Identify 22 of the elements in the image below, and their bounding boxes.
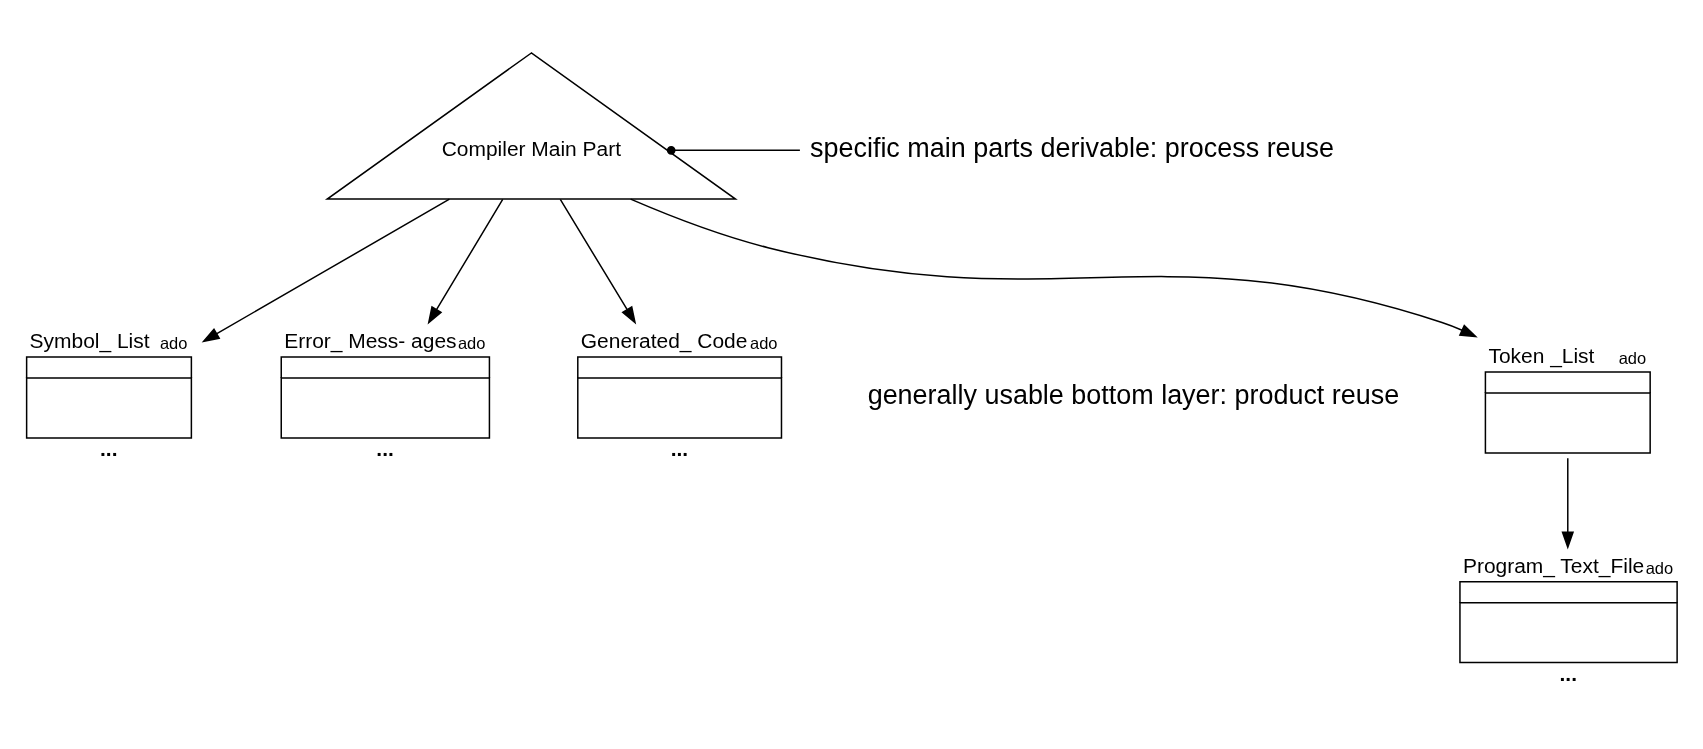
node-label: Generated_ Code [580, 328, 748, 352]
node-label: ado [159, 333, 188, 352]
node-label: Token _List [1488, 343, 1595, 367]
connector [666, 145, 801, 155]
node-label: ... [1559, 661, 1578, 685]
node-label: ... [100, 436, 118, 460]
node-label: ado [1645, 558, 1674, 577]
arrow [1561, 457, 1575, 549]
node-label: ado [1618, 348, 1647, 367]
node-label: ado [457, 333, 486, 352]
arrow [559, 198, 637, 324]
node-label: Program_ Text_File [1462, 553, 1645, 577]
node-text: specific main parts derivable: process reuse [810, 132, 1335, 163]
arrow [427, 198, 504, 324]
node-label: ... [376, 436, 394, 460]
node-label: Symbol_ List [29, 328, 150, 352]
node-label: ado [750, 333, 778, 352]
label: generally usable bottom layer: product reuse [867, 379, 1400, 410]
arrow [629, 197, 1478, 337]
arrow [201, 197, 451, 342]
node-label: ... [670, 436, 689, 460]
node-label: Error_ Mess- ages [284, 328, 457, 352]
